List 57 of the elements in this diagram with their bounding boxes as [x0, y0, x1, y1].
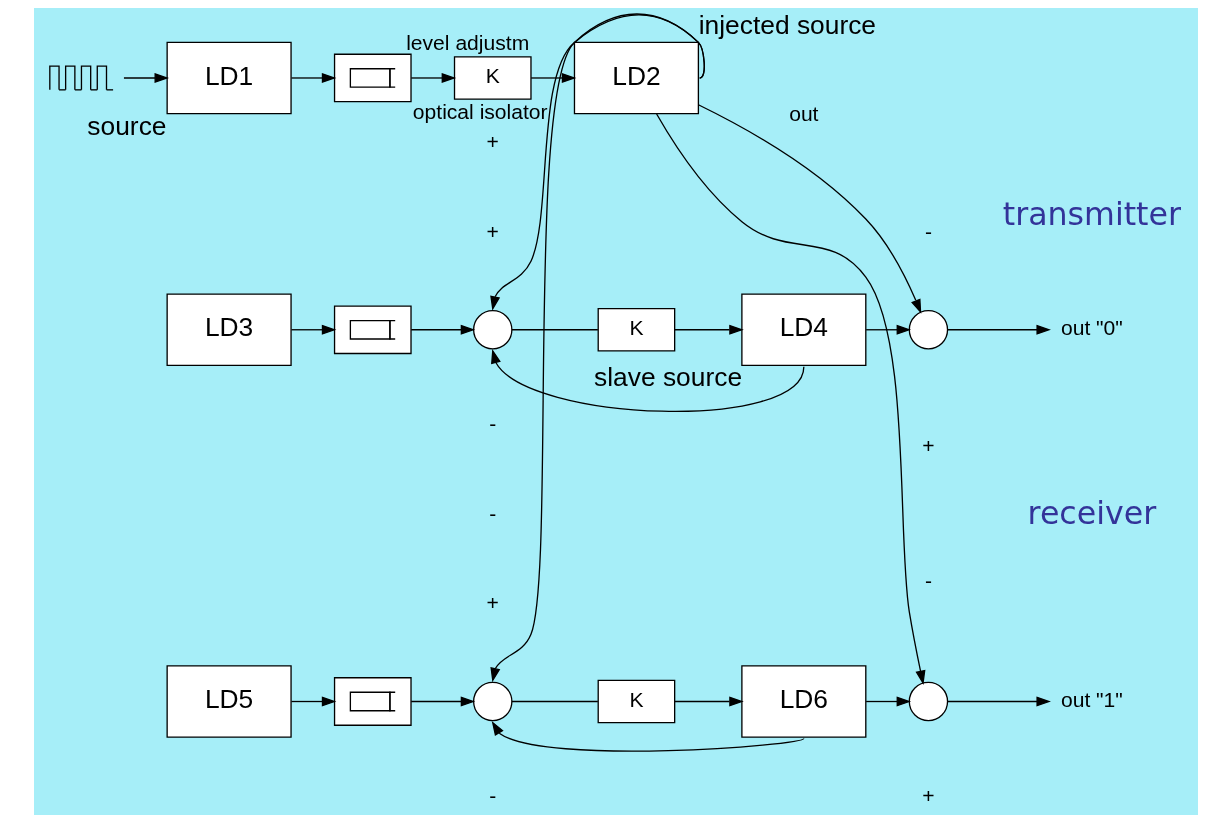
node-circle [472, 681, 512, 722]
arrow [946, 696, 1051, 707]
node-text: out "1" [1060, 687, 1123, 711]
node-circle [472, 310, 512, 350]
arrow [864, 696, 911, 707]
connector [510, 700, 598, 703]
arrow [410, 324, 475, 335]
node-box [333, 305, 412, 355]
arrow [410, 72, 456, 84]
label: + [486, 219, 499, 243]
arrow [697, 104, 921, 314]
node-box: LD1 [166, 41, 292, 115]
node-box: LD3 [166, 293, 292, 367]
node-circle [908, 310, 948, 350]
node-box [333, 677, 412, 726]
label: + [486, 129, 499, 153]
arrow [946, 324, 1051, 335]
node-box: K [597, 679, 675, 724]
label: + [486, 591, 499, 615]
node-box: LD2 [573, 41, 699, 115]
node-text: out "0" [1060, 315, 1123, 339]
label: - [488, 412, 496, 436]
arrow [490, 348, 804, 412]
label: - [924, 568, 932, 592]
arrow [529, 72, 576, 84]
label: - [924, 219, 932, 243]
arrow [290, 324, 336, 335]
node-label: source [86, 110, 166, 141]
label: + [921, 434, 935, 458]
arrow [673, 696, 744, 707]
arrow [489, 13, 705, 683]
node-label: injected source [698, 10, 876, 41]
edge-label: out [788, 102, 818, 126]
arrow [122, 72, 169, 84]
node-label: optical isolator [412, 99, 548, 123]
arrow [491, 720, 804, 752]
node-box: K [453, 56, 532, 100]
label: - [488, 501, 496, 525]
arrow [864, 324, 911, 335]
node-box: LD5 [166, 665, 292, 738]
arrow [673, 324, 744, 335]
node-box [333, 53, 412, 103]
label: + [921, 783, 935, 807]
arrow [410, 696, 475, 707]
arrow [290, 72, 336, 84]
node-label: level adjustm [405, 31, 529, 55]
arrow [290, 696, 336, 707]
label: - [488, 783, 496, 807]
node-label: slave source [593, 362, 742, 393]
node-circle [908, 681, 948, 722]
node-box: K [597, 308, 675, 352]
arrow [655, 113, 925, 685]
label: transmitter [1002, 195, 1181, 232]
node-box: LD6 [740, 665, 866, 738]
node-box: LD4 [740, 293, 866, 367]
label: receiver [1027, 494, 1156, 531]
connector [510, 329, 598, 331]
